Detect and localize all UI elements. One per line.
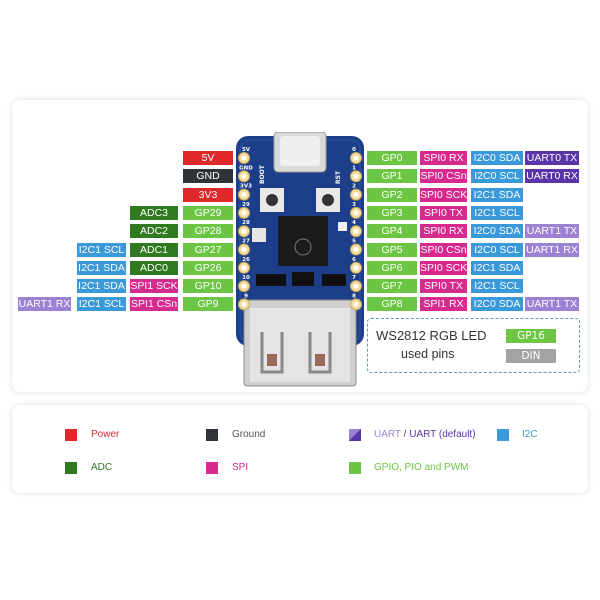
right-pin-label-spi: SPI0 SCK [420, 187, 468, 202]
left-pin-silkscreen: 27 [242, 239, 250, 245]
left-pin-silkscreen: GND [239, 165, 253, 171]
right-pin-silkscreen: 8 [352, 293, 356, 299]
legend-i2c-label: I2C [522, 429, 538, 440]
right-pin-label-i2c: I2C1 SCL [471, 205, 523, 220]
legend-power-label: Power [91, 429, 120, 440]
right-pin-label-spi: SPI0 CSn [420, 169, 467, 184]
right-pin-label-spi: SPI0 TX [420, 279, 467, 294]
board-illustration: 5V GND 3V3 29 28 27 26 10 9 0 1 2 3 4 5 6 7 8 BOOT RST [236, 132, 364, 387]
right-pin-silkscreen: 5 [352, 239, 356, 245]
rst-silkscreen: RST [335, 170, 342, 184]
legend-ground-swatch [206, 429, 218, 441]
left-pin-silkscreen: 26 [242, 257, 250, 263]
led-subtitle: used pins [401, 347, 455, 361]
right-pin-label-gpio: GP5 [367, 242, 417, 257]
right-pin-label-i2c: I2C1 SDA [471, 260, 523, 275]
legend-gpio-label: GPIO, PIO and PWM [374, 462, 469, 473]
left-pin-label-adc: ADC1 [130, 242, 178, 257]
left-pin-label-spi: SPI1 CSn [130, 297, 178, 312]
right-pin-silkscreen: 7 [352, 275, 356, 281]
left-pin-label-gpio: GP28 [183, 224, 233, 239]
left-pin-silkscreen: 10 [242, 275, 250, 281]
left-pin-label-gpio: GP26 [183, 260, 233, 275]
right-pin-silkscreen: 1 [352, 165, 356, 171]
legend-uart-text: UART [374, 429, 401, 440]
right-pin-label-i2c: I2C0 SDA [471, 297, 523, 312]
left-pin-label-gpio: GP9 [183, 297, 233, 312]
right-pin-label-i2c: I2C0 SDA [471, 224, 523, 239]
legend-i2c-swatch [497, 429, 509, 441]
left-pin-label-power: 5V [183, 151, 233, 165]
right-pin-label-spi: SPI0 RX [420, 224, 467, 239]
ws2812-info-box: WS2812 RGB LED used pins GP16 DIN [367, 318, 580, 373]
right-pin-silkscreen: 4 [352, 220, 356, 226]
left-pin-label-spi: SPI1 SCK [130, 279, 178, 294]
legend-uart-default-text: UART (default) [409, 429, 476, 440]
right-pin-label-gpio: GP4 [367, 224, 417, 239]
led-din-tag: DIN [506, 349, 556, 363]
legend-spi-label: SPI [232, 462, 249, 473]
right-pin-label-uart_default: UART0 TX [525, 151, 579, 165]
right-pin-label-gpio: GP3 [367, 205, 417, 220]
legend-uart-label: UART / UART (default) [374, 429, 476, 440]
right-pin-label-spi: SPI0 CSn [420, 242, 467, 257]
right-pin-label-uart_default: UART0 RX [525, 169, 579, 184]
left-pin-label-ground: GND [183, 169, 233, 184]
right-pin-silkscreen: 0 [352, 147, 356, 153]
left-pin-label-uart: UART1 RX [18, 297, 71, 312]
left-pin-silkscreen: 3V3 [240, 184, 252, 190]
right-pin-label-i2c: I2C0 SDA [471, 151, 523, 165]
left-pin-silkscreen: 29 [242, 202, 250, 208]
right-pin-label-gpio: GP6 [367, 260, 417, 275]
legend-power-swatch [65, 429, 77, 441]
legend-adc-label: ADC [91, 462, 113, 473]
legend-ground-label: Ground [232, 429, 266, 440]
right-pin-label-i2c: I2C1 SCL [471, 279, 523, 294]
legend-adc-swatch [65, 462, 77, 474]
right-pin-label-uart: UART1 RX [525, 242, 579, 257]
legend-uart-swatch [349, 429, 361, 441]
legend-gpio-swatch [349, 462, 361, 474]
left-pin-silkscreen: 5V [242, 147, 251, 153]
boot-silkscreen: BOOT [259, 164, 266, 184]
led-gpio-tag: GP16 [506, 329, 556, 343]
rp2350-chip [278, 216, 328, 266]
left-pin-label-i2c: I2C1 SCL [77, 297, 126, 312]
left-pin-label-i2c: I2C1 SDA [77, 279, 126, 294]
right-pin-label-spi: SPI0 TX [420, 205, 467, 220]
right-pin-label-i2c: I2C0 SCL [471, 169, 523, 184]
right-pin-label-spi: SPI0 RX [420, 151, 467, 165]
right-pin-label-i2c: I2C0 SCL [471, 242, 523, 257]
left-pin-label-gpio: GP29 [183, 205, 233, 220]
led-title: WS2812 RGB LED [376, 328, 487, 343]
left-pin-label-adc: ADC0 [130, 260, 178, 275]
right-pin-label-uart: UART1 TX [525, 297, 579, 312]
right-pin-label-i2c: I2C1 SDA [471, 187, 523, 202]
rgb-led [338, 222, 347, 231]
right-pin-label-gpio: GP7 [367, 279, 417, 294]
left-pin-label-i2c: I2C1 SDA [77, 260, 126, 275]
right-pin-silkscreen: 2 [352, 184, 356, 190]
right-pin-label-spi: SPI0 SCK [420, 260, 468, 275]
right-pin-silkscreen: 6 [352, 257, 356, 263]
right-pin-silkscreen: 3 [352, 202, 356, 208]
right-pin-label-gpio: GP0 [367, 151, 417, 165]
legend-spi-swatch [206, 462, 218, 474]
right-pin-label-gpio: GP2 [367, 187, 417, 202]
right-pin-label-uart: UART1 TX [525, 224, 579, 239]
left-pin-label-gpio: GP27 [183, 242, 233, 257]
right-pin-label-spi: SPI1 RX [420, 297, 467, 312]
left-pin-silkscreen: 28 [242, 220, 250, 226]
left-pin-label-adc: ADC2 [130, 224, 178, 239]
left-pin-label-power: 3V3 [183, 187, 233, 202]
left-pin-silkscreen: 9 [244, 293, 248, 299]
left-pin-label-adc: ADC3 [130, 205, 178, 220]
legend-uart-sep: / [400, 429, 410, 440]
left-pin-label-gpio: GP10 [183, 279, 233, 294]
left-pin-label-i2c: I2C1 SCL [77, 242, 126, 257]
legend-panel: Power Ground UART / UART (default) I2C A… [12, 405, 588, 493]
right-pin-label-gpio: GP1 [367, 169, 417, 184]
right-pin-label-gpio: GP8 [367, 297, 417, 312]
